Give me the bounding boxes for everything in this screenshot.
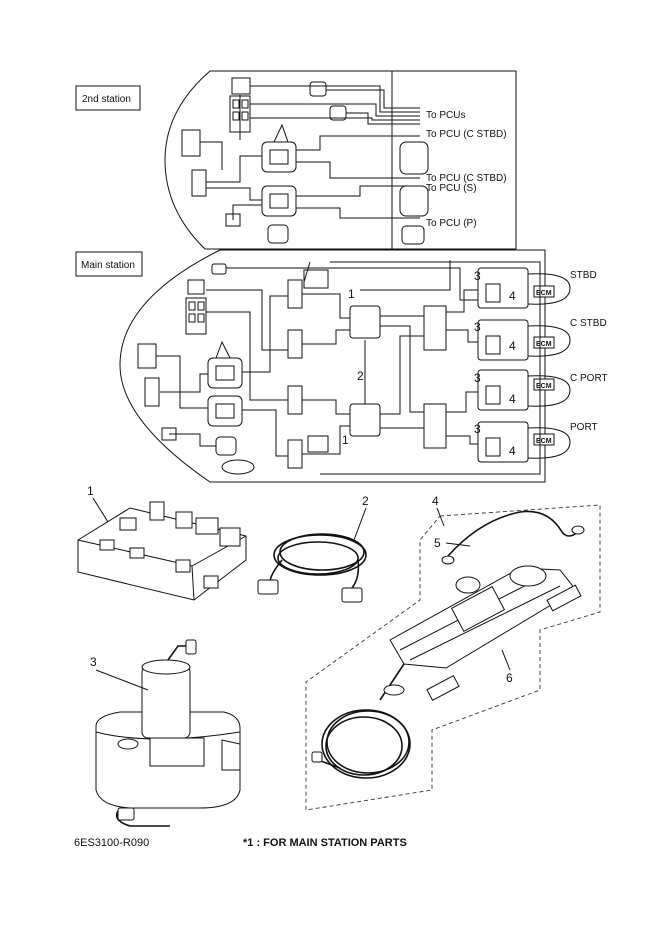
label-to-pcu-s: To PCU (S) xyxy=(426,183,477,194)
part-2-cable xyxy=(257,533,367,603)
callout-6-part: 6 xyxy=(506,671,513,685)
control-lever-unit xyxy=(261,123,297,217)
second-station-label-box xyxy=(75,85,141,111)
callout-3-part: 3 xyxy=(90,655,97,669)
callout-4-part: 4 xyxy=(432,494,439,508)
callout-1-upper: 1 xyxy=(348,287,355,301)
callout-2-part: 2 xyxy=(362,494,369,508)
diagram-code: 6ES3100-R090 xyxy=(74,837,149,849)
ecm-label-c-stbd: ECM xyxy=(536,341,552,348)
label-to-pcu-c-stbd-1: To PCU (C STBD) xyxy=(426,129,507,140)
label-to-pcus: To PCUs xyxy=(426,110,465,121)
callout-1-part: 1 xyxy=(87,484,94,498)
label-c-stbd: C STBD xyxy=(570,318,607,329)
label-port: PORT xyxy=(570,422,598,433)
ecm-label-stbd: ECM xyxy=(536,290,552,297)
c-stbd-drive-unit xyxy=(477,319,571,361)
callout-4-port: 4 xyxy=(509,444,516,458)
ecm-label-port: ECM xyxy=(536,438,552,445)
callout-3-c-port: 3 xyxy=(474,371,481,385)
callout-5-part: 5 xyxy=(434,536,441,550)
callout-3-c-stbd: 3 xyxy=(474,320,481,334)
junction-box-upper xyxy=(349,305,381,339)
second-station-panel: 2nd station xyxy=(75,70,517,250)
main-station-label-box xyxy=(75,251,143,277)
label-stbd: STBD xyxy=(570,270,597,281)
part-4-5-hose xyxy=(441,510,585,565)
callout-4-c-stbd: 4 xyxy=(509,339,516,353)
c-port-drive-unit xyxy=(477,369,571,411)
ecm-label-c-port: ECM xyxy=(536,383,552,390)
label-to-pcu-p: To PCU (P) xyxy=(426,218,477,229)
main-station-label: Main station xyxy=(81,260,135,271)
part-1-junction-box xyxy=(77,501,247,601)
callout-3-stbd: 3 xyxy=(474,269,481,283)
port-drive-unit xyxy=(477,421,571,463)
part-6-steering-cylinder xyxy=(311,565,582,779)
main-station-panel: Main station xyxy=(75,249,571,483)
footnote: *1 : FOR MAIN STATION PARTS xyxy=(243,837,407,849)
part-3-pump-unit xyxy=(95,639,241,827)
callout-3-port: 3 xyxy=(474,422,481,436)
assembly-outline xyxy=(305,504,601,811)
callout-1-lower: 1 xyxy=(342,433,349,447)
junction-box-lower xyxy=(349,403,381,437)
stbd-drive-unit xyxy=(477,267,571,309)
callout-4-stbd: 4 xyxy=(509,289,516,303)
callout-4-c-port: 4 xyxy=(509,392,516,406)
label-to-pcu-c-stbd-2: To PCU (C STBD) xyxy=(426,173,507,184)
callout-2-main: 2 xyxy=(357,369,364,383)
second-station-label: 2nd station xyxy=(82,94,131,105)
label-c-port: C PORT xyxy=(570,373,608,384)
